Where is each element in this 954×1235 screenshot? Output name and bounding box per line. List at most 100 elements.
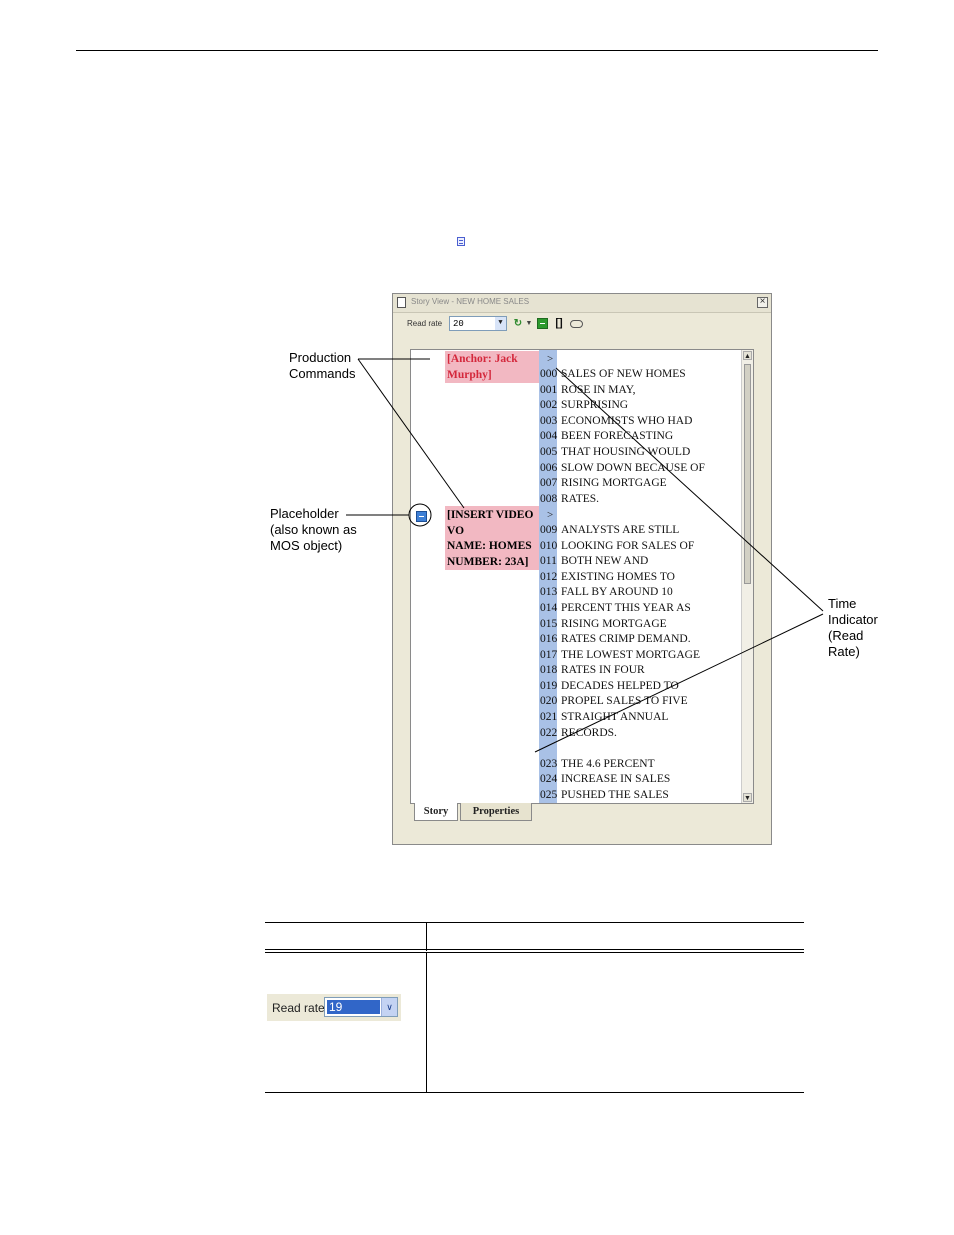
line-number: 017 (540, 648, 558, 661)
line-number: 020 (540, 695, 558, 708)
line-text: PUSHED THE SALES (561, 789, 669, 802)
line-number: 005 (540, 445, 558, 458)
read-rate-control-image: Read rate 19 ∨ (267, 994, 401, 1021)
line-text: RECORDS. (561, 726, 617, 739)
line-text: ANALYSTS ARE STILL (561, 523, 680, 536)
script-line: 011 BOTH NEW AND (540, 554, 705, 570)
line-text: INCREASE IN SALES (561, 773, 671, 786)
line-text: EXISTING HOMES TO (561, 570, 675, 583)
callout-line: (also known as (270, 522, 357, 537)
line-number: 024 (540, 773, 558, 786)
script-line (540, 507, 705, 523)
command-line: [Anchor: Jack (447, 353, 518, 365)
placeholder-insert-icon[interactable] (537, 318, 548, 329)
line-text: ECONOMISTS WHO HAD (561, 414, 693, 427)
table-top-rule (265, 922, 804, 923)
line-number: 013 (540, 586, 558, 599)
line-number: 012 (540, 570, 558, 583)
line-number: 015 (540, 617, 558, 630)
command-marker: > (547, 353, 554, 365)
line-number: 025 (540, 789, 558, 802)
callout-line: Commands (289, 366, 356, 381)
line-text: DECADES HELPED TO (561, 679, 679, 692)
line-number: 018 (540, 664, 558, 677)
line-text: SLOW DOWN BECAUSE OF (561, 461, 705, 474)
line-text: FALL BY AROUND 10 (561, 586, 673, 599)
chevron-down-icon[interactable]: ▼ (525, 320, 533, 327)
production-command-insert-video: [INSERT VIDEO VO NAME: HOMES NUMBER: 23A… (447, 508, 533, 570)
line-text: SURPRISING (561, 399, 629, 412)
line-text: RISING MORTGAGE (561, 477, 667, 490)
line-text: RATES. (561, 492, 600, 505)
table-bottom-rule (265, 1092, 804, 1093)
line-number: 019 (540, 679, 558, 692)
callout-time-indicator: Time Indicator (Read Rate) (828, 596, 878, 660)
tab-properties[interactable]: Properties (460, 803, 532, 821)
tab-story[interactable]: Story (414, 803, 458, 821)
story-view-window: Story View - NEW HOME SALES × Read rate … (392, 293, 772, 845)
read-rate-label: Read rate (272, 1001, 325, 1015)
command-line: VO (447, 524, 465, 537)
callout-line: Time (828, 596, 857, 611)
read-rate-select[interactable]: 20 ▼ (449, 316, 507, 331)
line-text: THAT HOUSING WOULD (561, 445, 691, 458)
callout-line: Indicator (828, 612, 878, 627)
close-button[interactable]: × (757, 297, 768, 308)
header-rule (76, 50, 878, 51)
line-text: PERCENT THIS YEAR AS (561, 601, 691, 614)
line-number: 007 (540, 477, 558, 490)
line-text: BOTH NEW AND (561, 555, 649, 568)
refresh-icon[interactable]: ↻ (513, 318, 523, 329)
callout-line: Placeholder (270, 506, 339, 521)
chevron-down-icon[interactable]: ▼ (495, 317, 506, 330)
read-rate-value: 20 (453, 319, 464, 329)
scroll-down-icon[interactable]: ▼ (743, 793, 752, 802)
production-command-anchor: [Anchor: Jack Murphy] (447, 352, 518, 383)
chevron-down-icon[interactable]: ∨ (381, 998, 397, 1016)
scroll-thumb[interactable] (744, 364, 751, 584)
story-pane[interactable]: [Anchor: Jack Murphy] > [INSERT VIDEO VO… (410, 349, 754, 804)
line-number: 014 (540, 601, 558, 614)
line-text: ROSE IN MAY, (561, 383, 636, 396)
mos-icon[interactable] (570, 320, 583, 328)
line-number: 011 (540, 555, 557, 568)
vertical-scrollbar[interactable]: ▲ ▼ (741, 350, 753, 803)
line-text: THE 4.6 PERCENT (561, 757, 655, 770)
brackets-icon[interactable]: [] (555, 317, 563, 329)
line-number: 006 (540, 461, 558, 474)
callout-line: MOS object) (270, 538, 343, 553)
line-text: PROPEL SALES TO FIVE (561, 695, 688, 708)
line-number: 022 (540, 726, 558, 739)
read-rate-label: Read rate (407, 319, 443, 328)
script-line (540, 741, 705, 757)
callout-placeholder: Placeholder (also known as MOS object) (270, 506, 357, 554)
line-number: 008 (540, 492, 558, 505)
line-text: STRAIGHT ANNUAL (561, 711, 669, 724)
line-number: 000 (540, 368, 558, 380)
scroll-up-icon[interactable]: ▲ (743, 351, 752, 360)
command-line: NUMBER: 23A] (447, 555, 529, 568)
callout-production-commands: Production Commands (289, 350, 355, 382)
document-icon (397, 297, 406, 308)
read-rate-select[interactable]: 19 ∨ (324, 997, 398, 1017)
line-number: 003 (540, 414, 558, 427)
placeholder-icon[interactable] (416, 511, 427, 522)
